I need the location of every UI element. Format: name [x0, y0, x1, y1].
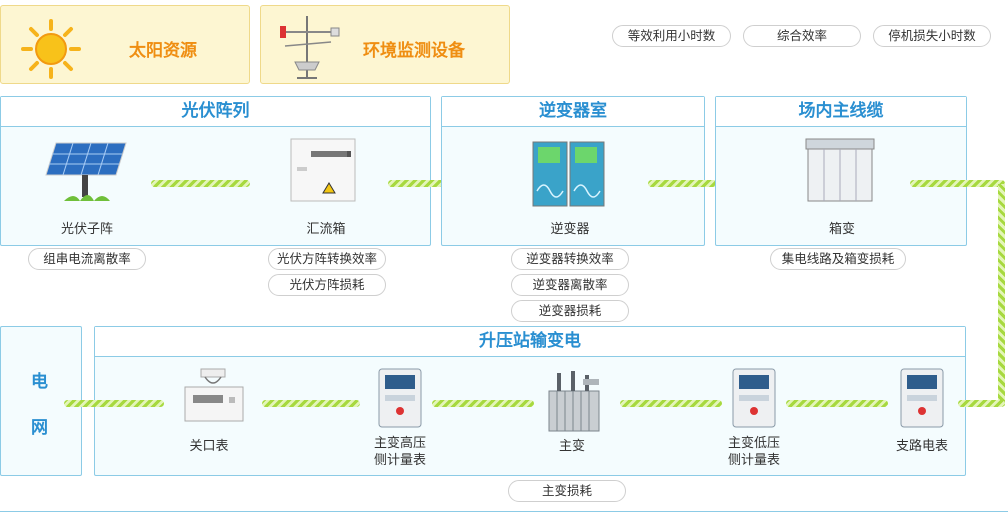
box-transformer-icon — [805, 138, 875, 202]
gateway-meter-label: 关口表 — [189, 439, 229, 454]
loss-inverter-loss: 逆变器损耗 — [511, 300, 629, 322]
env-monitor-label: 环境监测设备 — [363, 41, 465, 61]
inverter-room-title: 逆变器室 — [442, 97, 704, 127]
metric-equiv-hours: 等效利用小时数 — [612, 25, 731, 47]
hv-meter-icon — [378, 368, 422, 428]
combiner-box-icon — [290, 138, 356, 202]
connector-transformer-out — [910, 180, 1005, 187]
solar-panel-icon — [45, 142, 127, 201]
hv-meter-label: 主变高压 侧计量表 — [360, 435, 440, 469]
inverter-room-panel: 逆变器室 逆变器 — [441, 96, 705, 246]
weather-station-icon — [280, 16, 340, 79]
inverter-label: 逆变器 — [550, 222, 590, 237]
connector-pv-combiner — [151, 180, 250, 187]
bottom-divider — [0, 511, 1008, 512]
pv-subarray-label: 光伏子阵 — [60, 222, 113, 237]
pv-array-panel: 光伏阵列 光伏子阵 汇流箱 — [0, 96, 431, 246]
connector-inverter-transformer — [648, 180, 760, 187]
connector-branch-in — [958, 400, 1005, 407]
hv-meter-label-line1: 主变高压 侧计量表 — [373, 436, 426, 468]
grid-label-bottom: 网 — [31, 418, 48, 438]
branch-meter-label: 支路电表 — [895, 439, 948, 454]
solar-resource-card: 太阳资源 — [0, 5, 250, 84]
gateway-meter-icon — [184, 368, 244, 422]
metric-downtime-hours: 停机损失小时数 — [873, 25, 991, 47]
loss-main-transformer: 主变损耗 — [508, 480, 626, 502]
loss-pv-array-loss: 光伏方阵损耗 — [268, 274, 386, 296]
field-cable-title: 场内主线缆 — [716, 97, 966, 127]
connector-grid-gateway — [64, 400, 164, 407]
inverter-icon — [532, 141, 605, 207]
loss-pv-conversion-efficiency: 光伏方阵转换效率 — [268, 248, 386, 270]
lv-meter-icon — [732, 368, 776, 428]
env-monitor-card: 环境监测设备 — [260, 5, 510, 84]
box-transformer-label: 箱变 — [828, 222, 855, 237]
combiner-box-label: 汇流箱 — [306, 222, 346, 237]
connector-lv-branch — [786, 400, 888, 407]
loss-string-current-scatter: 组串电流离散率 — [28, 248, 146, 270]
connector-combiner-inverter — [388, 180, 487, 187]
grid-label-top: 电 — [31, 372, 48, 392]
connector-vertical-down — [998, 184, 1005, 406]
solar-resource-label: 太阳资源 — [129, 41, 197, 61]
main-transformer-icon — [548, 371, 600, 432]
loss-inverter-scatter: 逆变器离散率 — [511, 274, 629, 296]
connector-hv-main — [432, 400, 534, 407]
lv-meter-label: 主变低压 侧计量表 — [714, 435, 794, 469]
main-transformer-label: 主变 — [558, 439, 585, 454]
substation-title: 升压站输变电 — [95, 327, 965, 357]
loss-inverter-conversion-efficiency: 逆变器转换效率 — [511, 248, 629, 270]
lv-meter-label-line1: 主变低压 侧计量表 — [727, 436, 780, 468]
branch-meter-icon — [900, 368, 944, 428]
pv-array-title: 光伏阵列 — [1, 97, 430, 127]
sun-icon — [21, 19, 81, 79]
field-cable-panel: 场内主线缆 箱变 — [715, 96, 967, 246]
connector-main-lv — [620, 400, 722, 407]
connector-gateway-hv — [262, 400, 360, 407]
loss-collector-line-transformer: 集电线路及箱变损耗 — [770, 248, 906, 270]
metric-overall-efficiency: 综合效率 — [743, 25, 861, 47]
